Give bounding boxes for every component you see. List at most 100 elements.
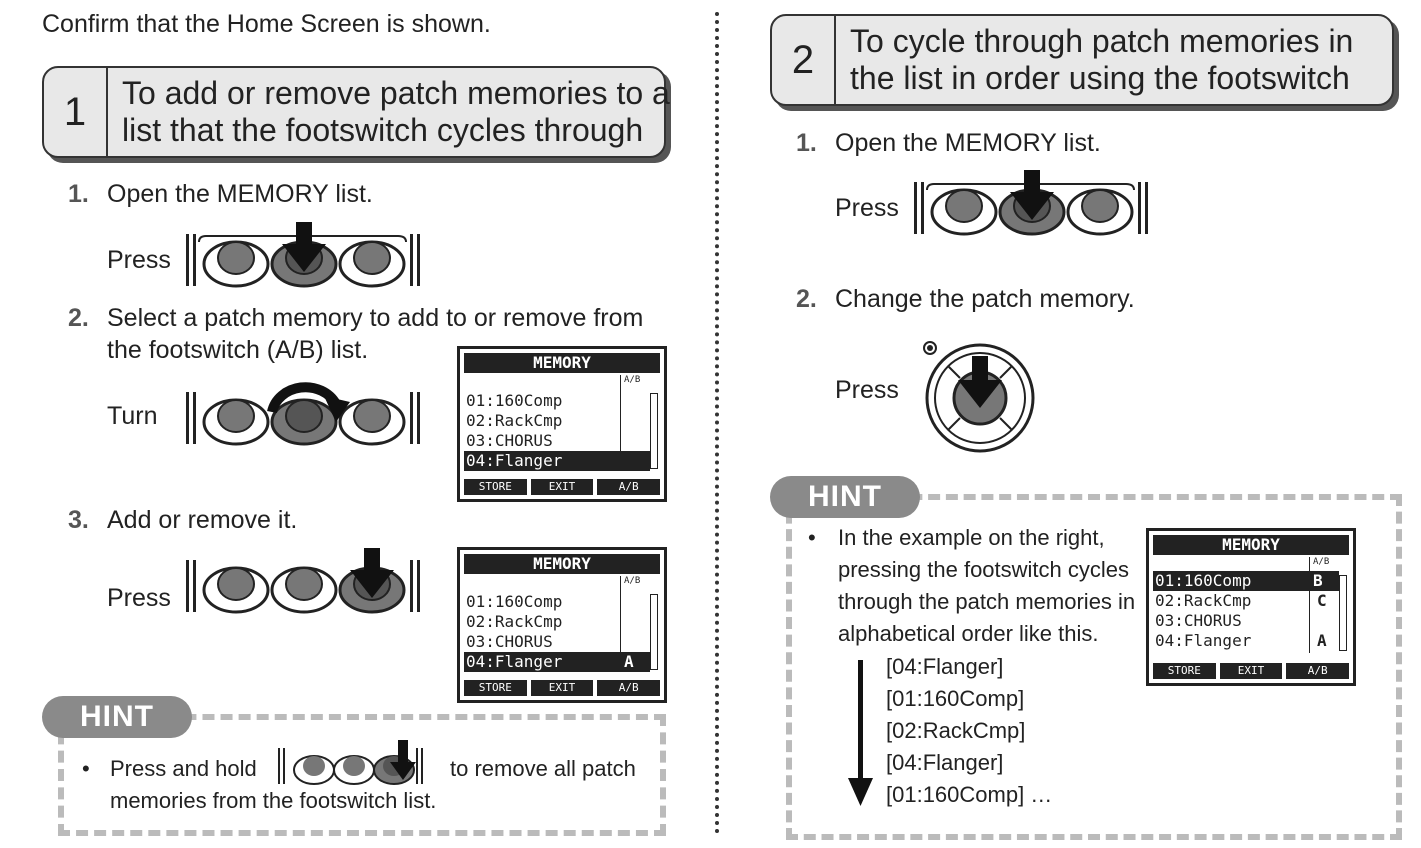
hint-label-left: HINT [42, 696, 192, 738]
lcd-footer-exit: EXIT [530, 680, 594, 696]
three-knob-panel-turn-icon [186, 382, 420, 446]
lcd-item: 04:Flanger A [1155, 631, 1339, 651]
lcd-item: 02:RackCmp [466, 411, 563, 430]
down-arrow-icon [350, 548, 394, 598]
s2-step1-action: Press [835, 194, 899, 222]
lcd-footer: STORE EXIT A/B [464, 479, 661, 495]
lcd-item: 03:CHORUS [1155, 611, 1339, 631]
s1-step1-action: Press [107, 246, 171, 274]
lcd-footer-ab: A/B [597, 680, 661, 696]
down-arrow-icon [1010, 170, 1054, 220]
s2-step2-number: 2. [796, 285, 817, 313]
s1-step1-text: Open the MEMORY list. [107, 180, 373, 208]
hint-text-post: to remove all patch [450, 756, 636, 781]
lcd-item: 01:160Comp [466, 592, 563, 611]
section-1-title-line2: list that the footswitch cycles through [122, 112, 644, 148]
s2-step1-text: Open the MEMORY list. [835, 129, 1101, 157]
lcd-item-selected: 04:Flanger A [464, 652, 650, 672]
lcd-footer-exit: EXIT [1219, 663, 1283, 679]
lcd-item: 02:RackCmp [466, 612, 563, 631]
hint-text-pre: Press and hold [110, 756, 257, 781]
footswitch-pedal-icon [923, 341, 1035, 453]
sequence-item: [01:160Comp] [886, 686, 1025, 711]
s2-step1-number: 1. [796, 129, 817, 157]
lcd-ab-header: A/B [624, 375, 641, 385]
lcd-ab-mark: B [1313, 571, 1323, 590]
three-knob-panel-icon [914, 170, 1148, 236]
knob-left-icon [930, 188, 998, 236]
hint-label-right: HINT [770, 476, 920, 518]
knob-right-icon [1066, 188, 1134, 236]
down-arrow-icon [958, 356, 1002, 408]
down-arrow-icon [282, 222, 326, 272]
lcd-memory-screen-2: MEMORY A/B 01:160Comp 02:RackCmp 03:CHOR… [457, 547, 667, 703]
lcd-ab-mark: A [1317, 631, 1327, 650]
lcd-memory-screen-3: MEMORY A/B 01:160Comp B 02:RackCmp C 03:… [1146, 528, 1356, 686]
lcd-footer-store: STORE [464, 680, 527, 696]
lcd-ab-header: A/B [624, 576, 641, 586]
s1-step2-text-line1: Select a patch memory to add to or remov… [107, 304, 644, 332]
lcd-memory-screen-1: MEMORY A/B 01:160Comp 02:RackCmp 03:CHOR… [457, 346, 667, 502]
section-2-header: 2 To cycle through patch memories in the… [770, 14, 1394, 106]
sequence-item: [01:160Comp] … [886, 782, 1053, 807]
lcd-title: MEMORY [1153, 535, 1349, 555]
lcd-item-name: 02:RackCmp [1155, 591, 1252, 610]
s1-step3-number: 3. [68, 506, 89, 534]
intro-text: Confirm that the Home Screen is shown. [42, 10, 491, 38]
lcd-item-selected: 01:160Comp B [1153, 571, 1339, 591]
sequence-item: [02:RackCmp] [886, 718, 1026, 743]
s2-step2-text: Change the patch memory. [835, 285, 1135, 313]
knob-right-icon [338, 240, 406, 288]
sequence-item: [04:Flanger] [886, 750, 1004, 775]
lcd-title: MEMORY [464, 554, 660, 574]
hint-text-line2: memories from the footswitch list. [110, 788, 437, 813]
hint-line: In the example on the right, [838, 525, 1105, 550]
sequence-arrow-icon [848, 660, 873, 806]
knob-right-icon [338, 398, 406, 446]
lcd-footer: STORE EXIT A/B [464, 680, 661, 696]
lcd-item-name: 04:Flanger [466, 652, 563, 671]
hint-line: pressing the footswitch cycles [838, 557, 1130, 582]
lcd-item-name: 04:Flanger [1155, 631, 1252, 650]
s1-step3-action: Press [107, 584, 171, 612]
s1-step2-number: 2. [68, 304, 89, 332]
lcd-ab-mark: C [1317, 591, 1327, 610]
lcd-item: 02:RackCmp C [1155, 591, 1339, 611]
lcd-item-name: 03:CHORUS [1155, 611, 1242, 630]
section-2-title-line1: To cycle through patch memories in [850, 23, 1354, 59]
lcd-title: MEMORY [464, 353, 660, 373]
lcd-item-name: 01:160Comp [1155, 571, 1252, 590]
section-1-number: 1 [44, 68, 108, 156]
knob-center-icon [270, 398, 338, 446]
lcd-item: 03:CHORUS [466, 632, 553, 651]
section-2-title-line2: the list in order using the footswitch [850, 60, 1350, 96]
s2-step2-action: Press [835, 376, 899, 404]
hint-box-right [786, 494, 1402, 840]
lcd-footer: STORE EXIT A/B [1153, 663, 1350, 679]
knob-left-icon [202, 566, 270, 614]
lcd-item: 01:160Comp [466, 391, 563, 410]
knob-left-icon [202, 398, 270, 446]
footswitch-icon [278, 740, 423, 785]
s1-step3-text: Add or remove it. [107, 506, 298, 534]
knob-left-icon [202, 240, 270, 288]
s1-step1-number: 1. [68, 180, 89, 208]
lcd-ab-mark: A [624, 652, 634, 671]
sequence-item: [04:Flanger] [886, 654, 1004, 679]
lcd-item-selected: 04:Flanger [464, 451, 650, 471]
hint-line: alphabetical order like this. [838, 621, 1099, 646]
hint-bullet: • [808, 525, 816, 550]
s1-step2-text-line2: the footswitch (A/B) list. [107, 336, 369, 364]
lcd-footer-ab: A/B [597, 479, 661, 495]
lcd-ab-header: A/B [1313, 557, 1330, 567]
three-knob-panel-right-press-icon [186, 548, 420, 614]
lcd-footer-store: STORE [464, 479, 527, 495]
lcd-footer-store: STORE [1153, 663, 1216, 679]
hint-bullet: • [82, 756, 90, 781]
hint-box-left [58, 714, 666, 836]
three-knob-panel-icon [186, 222, 420, 288]
column-divider [715, 12, 719, 834]
section-1-header: 1 To add or remove patch memories to a l… [42, 66, 670, 158]
lcd-item: 03:CHORUS [466, 431, 553, 450]
lcd-footer-exit: EXIT [530, 479, 594, 495]
